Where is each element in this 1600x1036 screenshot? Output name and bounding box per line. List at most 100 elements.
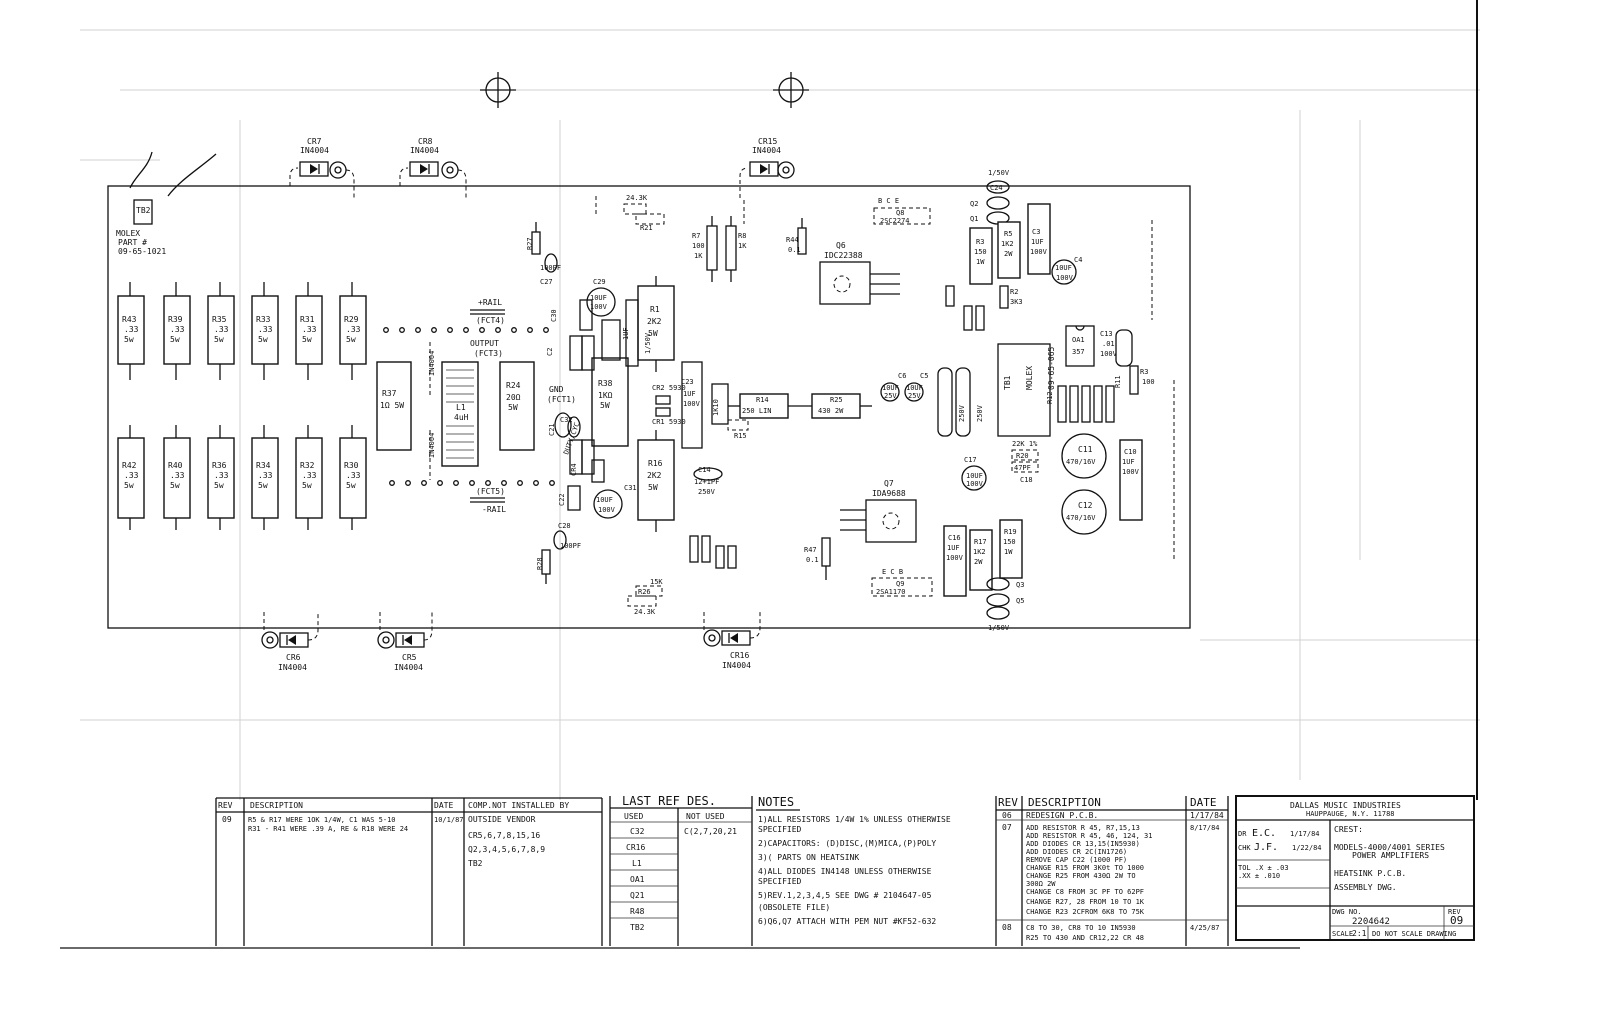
svg-text:C21: C21 [548, 423, 556, 436]
svg-text:R40: R40 [168, 461, 183, 470]
svg-text:5w: 5w [346, 335, 356, 344]
capacitor-c11: C11 470/16V [1061, 433, 1107, 479]
svg-text:ADD DIODES CR 2C(IN1726): ADD DIODES CR 2C(IN1726) [1026, 848, 1127, 856]
svg-text:100V: 100V [966, 480, 984, 488]
svg-text:CHANGE R27, 28 FROM 10 TO 1K: CHANGE R27, 28 FROM 10 TO 1K [1026, 898, 1145, 906]
svg-text:24.3K: 24.3K [626, 194, 648, 202]
svg-text:R26: R26 [638, 588, 651, 596]
svg-text:470/16V: 470/16V [1066, 514, 1096, 522]
svg-text:5W: 5W [508, 403, 518, 412]
resistor-r16: R16 2K2 5W [637, 430, 675, 532]
svg-text:CR16: CR16 [626, 843, 645, 852]
svg-text:REMOVE CAP C22 (1000 PF): REMOVE CAP C22 (1000 PF) [1026, 856, 1127, 864]
svg-text:1)ALL RESISTORS 1/4W 1% UNLESS: 1)ALL RESISTORS 1/4W 1% UNLESS OTHERWISE [758, 815, 951, 824]
svg-text:1/50V: 1/50V [988, 624, 1010, 632]
drawing-rev: 09 [1450, 914, 1463, 927]
svg-text:25V: 25V [908, 392, 921, 400]
svg-text:CR6: CR6 [286, 653, 301, 662]
svg-text:150: 150 [974, 248, 987, 256]
svg-text:.33: .33 [170, 471, 185, 480]
svg-text:C30: C30 [550, 309, 558, 322]
svg-text:R44: R44 [786, 236, 799, 244]
svg-text:100PF: 100PF [560, 542, 581, 550]
resistor-r38: R38 1KΩ 5W [591, 357, 629, 447]
svg-text:R35: R35 [212, 315, 227, 324]
small-parts-cluster-mid: C30 C2 C21 CR4 C22 C32 [546, 299, 605, 511]
svg-text:C11: C11 [1078, 445, 1093, 454]
svg-text:2K2: 2K2 [647, 471, 662, 480]
resistor-cluster-right: R12 R11 [1046, 375, 1122, 423]
svg-text:R48: R48 [630, 907, 645, 916]
svg-text:DESCRIPTION: DESCRIPTION [1028, 796, 1101, 809]
revision-block-left: REV DESCRIPTION DATE 09 R5 & R17 WERE 1O… [215, 797, 603, 946]
resistor-r3-right: R3 100 [1129, 365, 1155, 395]
svg-text:Q8: Q8 [896, 209, 904, 217]
svg-text:1UF: 1UF [683, 390, 696, 398]
svg-text:R19: R19 [1004, 528, 1017, 536]
svg-text:C18: C18 [1020, 476, 1033, 484]
svg-text:3)( PARTS ON HEATSINK: 3)( PARTS ON HEATSINK [758, 853, 859, 862]
svg-text:IN4004: IN4004 [410, 146, 439, 155]
svg-text:100PF: 100PF [540, 264, 561, 272]
svg-text:+RAIL: +RAIL [478, 298, 502, 307]
diode-cr3-vertical: IN4004 [428, 342, 436, 398]
svg-text:LAST REF DES.: LAST REF DES. [622, 794, 716, 808]
svg-text:10UF: 10UF [590, 294, 607, 302]
capacitor-c5: 10UF 25V C5 [904, 372, 928, 402]
svg-text:R32: R32 [300, 461, 315, 470]
svg-text:R17: R17 [974, 538, 987, 546]
resistor-r24: R24 20Ω 5W [499, 361, 535, 451]
svg-text:B C E: B C E [878, 197, 899, 205]
svg-text:REDESIGN P.C.B.: REDESIGN P.C.B. [1026, 811, 1098, 820]
rev-left-row-rev: 09 [222, 815, 232, 824]
svg-text:.XX ± .010: .XX ± .010 [1238, 872, 1280, 880]
svg-text:24.3K: 24.3K [634, 608, 656, 616]
svg-text:1K: 1K [694, 252, 703, 260]
inductor-l1: L1 4uH [441, 361, 479, 467]
resistor-r7: R7 100 1K [692, 216, 718, 282]
svg-text:100V: 100V [1056, 274, 1074, 282]
svg-text:TOL .X ± .03: TOL .X ± .03 [1238, 864, 1289, 872]
svg-text:09-65-065: 09-65-065 [1047, 346, 1056, 390]
resistor-r44: R44 0.1 [786, 218, 807, 255]
svg-text:1W: 1W [976, 258, 985, 266]
svg-text:2SC2274: 2SC2274 [880, 217, 910, 225]
svg-text:Q6: Q6 [836, 241, 846, 250]
rev-left-header-date: DATE [434, 801, 453, 810]
svg-text:R47: R47 [804, 546, 817, 554]
svg-text:R8: R8 [738, 232, 746, 240]
svg-text:NOTES: NOTES [758, 795, 794, 809]
svg-text:R11: R11 [1114, 375, 1122, 388]
svg-text:07: 07 [1002, 823, 1012, 832]
company-address: HAUPPAUGE, N.Y. 11788 [1306, 810, 1395, 818]
svg-text:08: 08 [1002, 923, 1012, 932]
svg-text:MOLEX: MOLEX [1025, 366, 1034, 390]
svg-text:TB2: TB2 [136, 206, 151, 215]
svg-text:5w: 5w [258, 335, 268, 344]
capacitor-c29: C29 10UF 100V [586, 278, 616, 317]
svg-text:1UF: 1UF [947, 544, 960, 552]
svg-text:357: 357 [1072, 348, 1085, 356]
capacitor-c16: C16 1UF 100V [943, 525, 967, 597]
rail-top-terminal: +RAIL (FCT4) [470, 298, 505, 325]
company-name: DALLAS MUSIC INDUSTRIES [1290, 801, 1401, 810]
svg-text:NOT USED: NOT USED [686, 812, 725, 821]
diode-cr15: CR15 IN4004 [739, 137, 795, 198]
svg-text:.33: .33 [302, 471, 317, 480]
ref-des-block: LAST REF DES. USED NOT USED C32 CR16 L1 … [609, 794, 753, 946]
svg-text:DATE: DATE [1190, 796, 1217, 809]
svg-text:C5: C5 [920, 372, 928, 380]
svg-text:C4: C4 [1074, 256, 1082, 264]
revision-block-right: REV DESCRIPTION DATE 06 REDESIGN P.C.B. … [995, 796, 1229, 946]
rev-left-row-desc-1: R5 & R17 WERE 1OK 1/4W, C1 WAS 5-10 [248, 816, 396, 824]
svg-text:R20: R20 [1016, 452, 1029, 460]
svg-text:R28: R28 [536, 557, 544, 570]
capacitor-c6: 10UF 25V C6 [880, 372, 906, 402]
svg-text:470/16V: 470/16V [1066, 458, 1096, 466]
svg-text:C24: C24 [990, 184, 1003, 192]
